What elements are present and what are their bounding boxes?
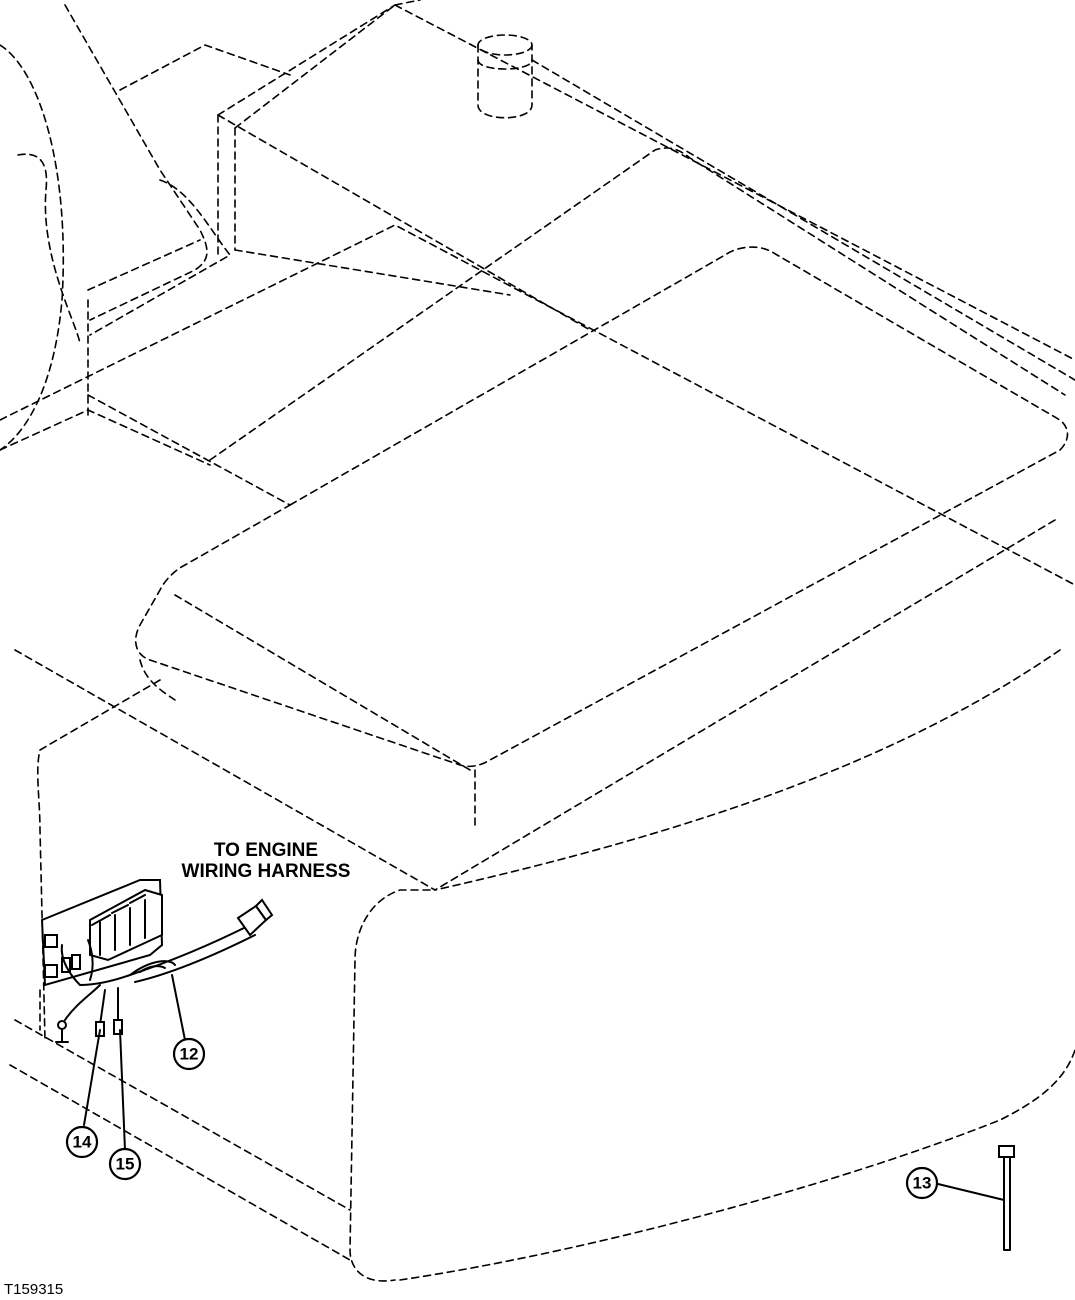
callout-14: 14 — [65, 1125, 99, 1159]
wire-harness-12 — [55, 898, 274, 1043]
harness-note: TO ENGINE WIRING HARNESS — [182, 840, 351, 882]
figure-id: T159315 — [4, 1281, 63, 1298]
leader-lines — [83, 974, 1005, 1201]
callout-13-label: 13 — [913, 1174, 932, 1193]
callout-12: 12 — [172, 1037, 206, 1071]
callout-15-label: 15 — [116, 1155, 135, 1174]
cable-tie-13 — [998, 1145, 1015, 1251]
controller-module — [40, 879, 164, 987]
callout-15: 15 — [108, 1147, 142, 1181]
callout-12-label: 12 — [180, 1045, 199, 1064]
callout-13: 13 — [905, 1166, 939, 1200]
note-line-2: WIRING HARNESS — [182, 861, 351, 882]
callout-14-label: 14 — [73, 1133, 92, 1152]
note-line-1: TO ENGINE — [214, 840, 318, 861]
